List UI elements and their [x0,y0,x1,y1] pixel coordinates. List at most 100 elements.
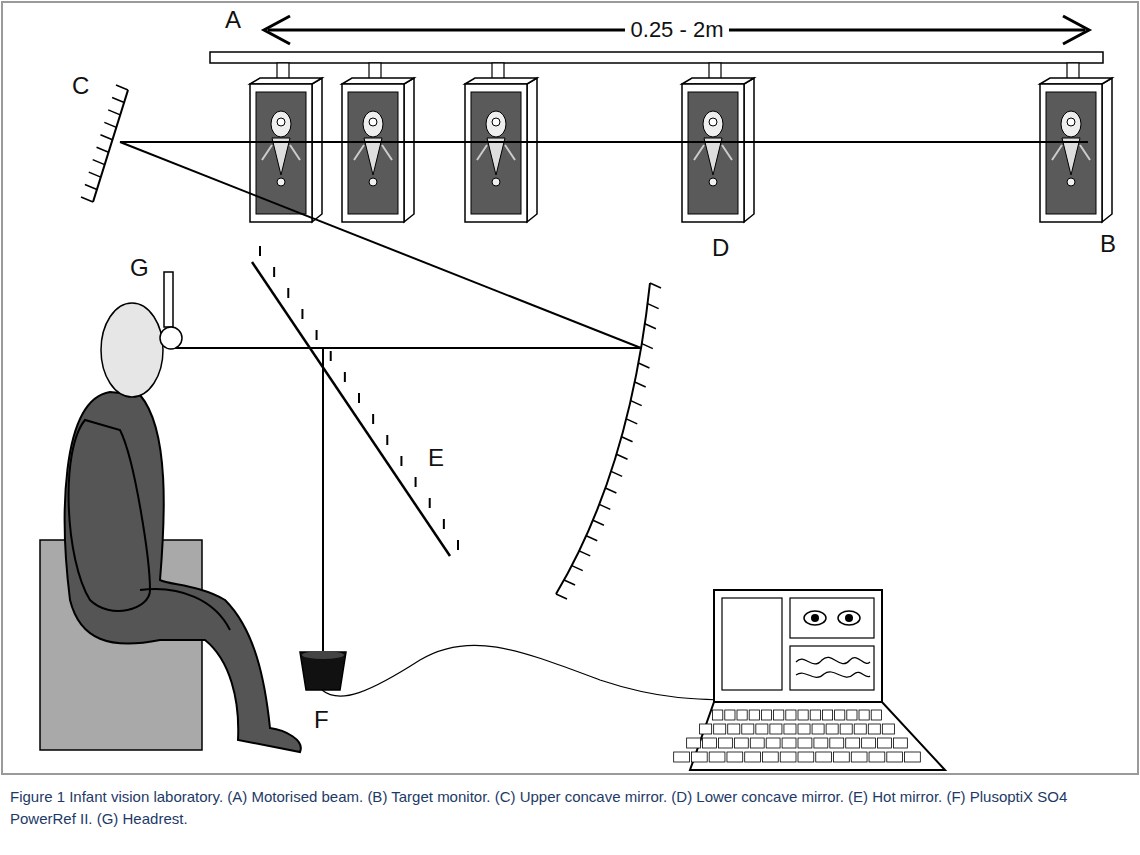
key [761,710,771,720]
key [905,752,921,762]
target-figure [369,118,377,126]
eye-icon [845,614,853,622]
hatch-stroke [579,551,590,556]
infant-body [65,392,301,752]
key [878,738,892,748]
hatch-stroke [457,540,459,550]
hatch-stroke [104,122,116,127]
key [749,710,759,720]
monitor-top [465,78,537,84]
key [734,738,748,748]
key [798,738,812,748]
key [703,738,717,748]
key [780,752,796,762]
callout-letter: D [712,236,729,260]
key [871,710,881,720]
target-figure [704,138,722,175]
hatch-stroke [97,147,109,152]
hatch-stroke [344,372,346,382]
upper-concave-mirror [93,90,128,202]
key [718,738,732,748]
hatch-stroke [386,435,388,445]
screen-panel [790,646,874,690]
figure-caption: Figure 1 Infant vision laboratory. (A) M… [10,786,1120,830]
eye-icon [811,614,819,622]
hatch-stroke [93,160,105,165]
key [893,738,907,748]
arrow-head [264,16,290,44]
hatch-stroke [259,246,261,256]
key [812,724,824,734]
target-figure [486,111,506,137]
monitor-hanger [1067,63,1079,79]
target-monitor [465,84,527,222]
key [826,724,838,734]
hatch-stroke [617,454,628,459]
hatch-stroke [273,267,275,277]
laptop-keyboard [690,702,945,770]
target-figure [369,178,377,186]
monitor-screen [1046,92,1096,214]
hatch-stroke [631,401,642,406]
target-figure [272,138,290,175]
key [810,710,820,720]
key [742,724,754,734]
callout-letter: F [314,708,329,732]
light-path [322,348,324,655]
target-monitor [682,84,744,222]
light-path [172,347,641,349]
key [674,752,690,762]
hatch-stroke [400,456,402,466]
callout-letter: A [225,8,241,32]
key [762,752,778,762]
hatch-stroke [556,594,567,599]
hatch-stroke [635,382,646,387]
key [727,752,743,762]
target-figure [1062,138,1080,175]
target-figure [262,145,300,160]
hatch-stroke [622,437,633,442]
key [869,752,885,762]
callout-letter: B [1100,232,1116,256]
key [882,724,894,734]
key [887,752,903,762]
target-figure [277,178,285,186]
eye-icon [804,611,826,625]
key [840,724,852,734]
key [868,724,880,734]
key [770,724,782,734]
hatch-stroke [429,498,431,508]
key [830,738,844,748]
hatch-stroke [358,393,360,403]
key [859,710,869,720]
hatch-stroke [626,419,637,424]
callout-letter: G [130,256,149,280]
hatch-stroke [443,519,445,529]
key [822,710,832,720]
monitor-top [1040,78,1112,84]
target-figure [1052,145,1090,160]
hatch-stroke [599,504,610,509]
key [691,752,707,762]
hatch-stroke [605,488,616,493]
monitor-top [342,78,414,84]
eye-icon [838,611,860,625]
light-path [120,141,1088,143]
target-figure [364,138,382,175]
key [687,738,701,748]
hatch-stroke [564,580,575,585]
monitor-top [682,78,754,84]
key [814,738,828,748]
key [816,752,832,762]
target-figure [492,178,500,186]
hatch-stroke [81,197,93,202]
key [847,710,857,720]
monitor-screen [688,92,738,214]
infant-head [101,303,163,397]
target-monitor [342,84,404,222]
target-figure [487,138,505,175]
target-figure [277,118,285,126]
hatch-stroke [415,477,417,487]
key [782,738,796,748]
